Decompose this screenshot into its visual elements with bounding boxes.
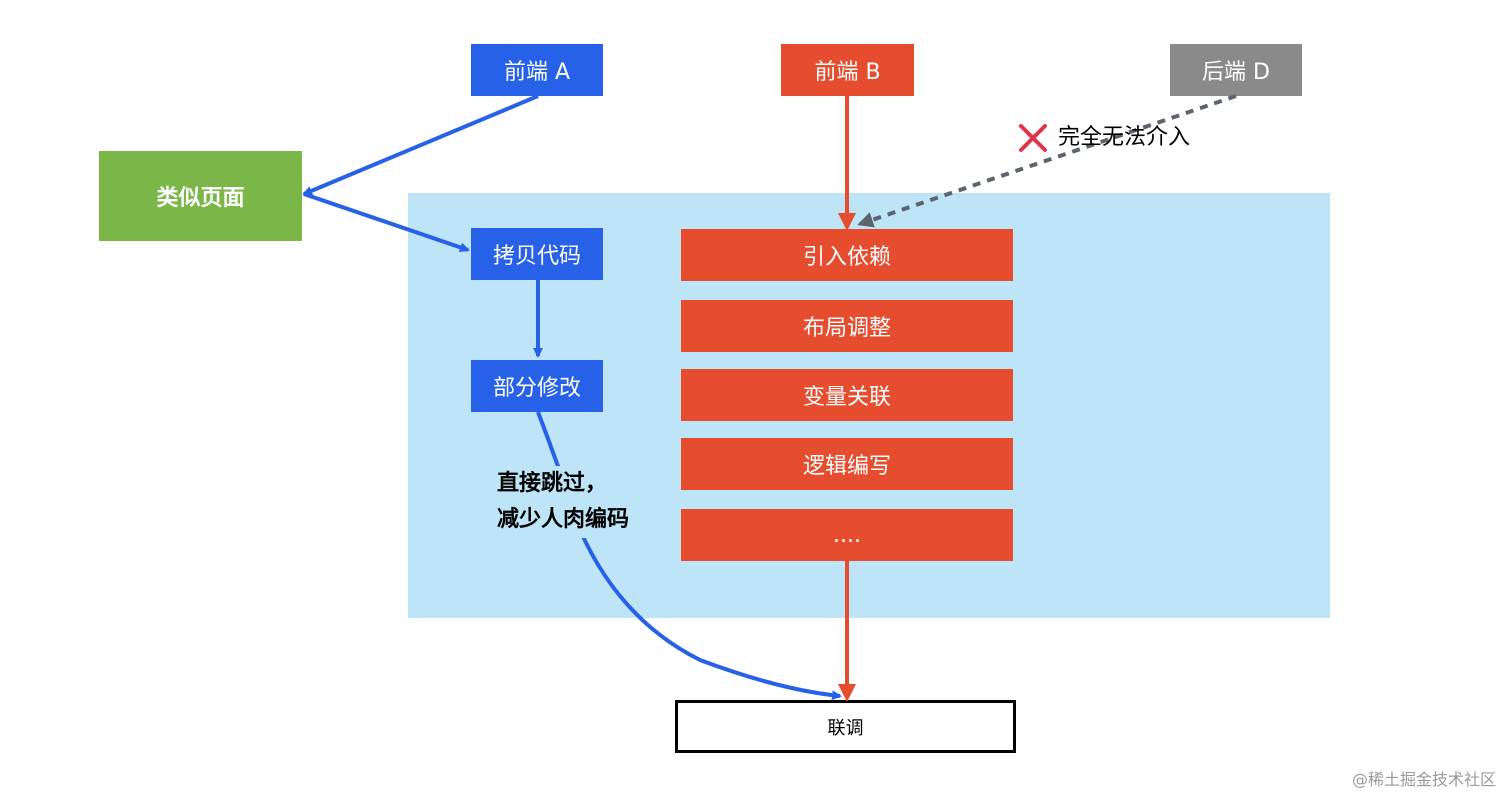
step-label: 布局调整	[802, 316, 891, 341]
arrow-d-dashed	[857, 94, 1237, 228]
frontend-b-box: 前端 B	[781, 44, 914, 96]
copy-code-box: 拷贝代码	[471, 228, 603, 280]
step-box: 逻辑编写	[681, 438, 1013, 490]
cannot-intervene-note: 完全无法介入	[1058, 120, 1190, 156]
arrow-similar-to-copy	[303, 192, 470, 253]
frontend-a-box: 前端 A	[471, 44, 603, 96]
frontend-b-label: 前端 B	[814, 60, 881, 85]
arrow-modify-to-debug	[536, 411, 842, 701]
backend-d-label: 后端 D	[1202, 60, 1270, 85]
frontend-a-label: 前端 A	[503, 60, 571, 85]
step-label: 引入依赖	[802, 245, 891, 270]
similar-page-box: 类似页面	[99, 151, 302, 241]
partial-modify-box: 部分修改	[471, 360, 603, 412]
step-box: 变量关联	[681, 369, 1013, 421]
partial-modify-label: 部分修改	[492, 376, 581, 401]
skip-note-line1: 直接跳过，	[497, 471, 608, 496]
step-box: ....	[681, 509, 1013, 561]
cannot-intervene-text: 完全无法介入	[1058, 125, 1191, 150]
skip-note: 直接跳过， 减少人肉编码	[495, 466, 632, 538]
arrow-a-to-similar	[302, 94, 539, 196]
similar-page-label: 类似页面	[156, 186, 245, 211]
step-box: 引入依赖	[681, 229, 1013, 281]
backend-d-box: 后端 D	[1170, 44, 1302, 96]
cross-icon	[1019, 124, 1047, 152]
step-label: ....	[833, 522, 861, 548]
step-label: 逻辑编写	[802, 454, 891, 479]
step-box: 布局调整	[681, 300, 1013, 352]
step-label: 变量关联	[802, 385, 891, 410]
watermark-text: @稀土掘金技术社区	[1351, 770, 1496, 789]
copy-code-label: 拷贝代码	[492, 244, 581, 269]
joint-debug-label: 联调	[827, 717, 864, 739]
skip-note-line2: 减少人肉编码	[497, 507, 630, 532]
